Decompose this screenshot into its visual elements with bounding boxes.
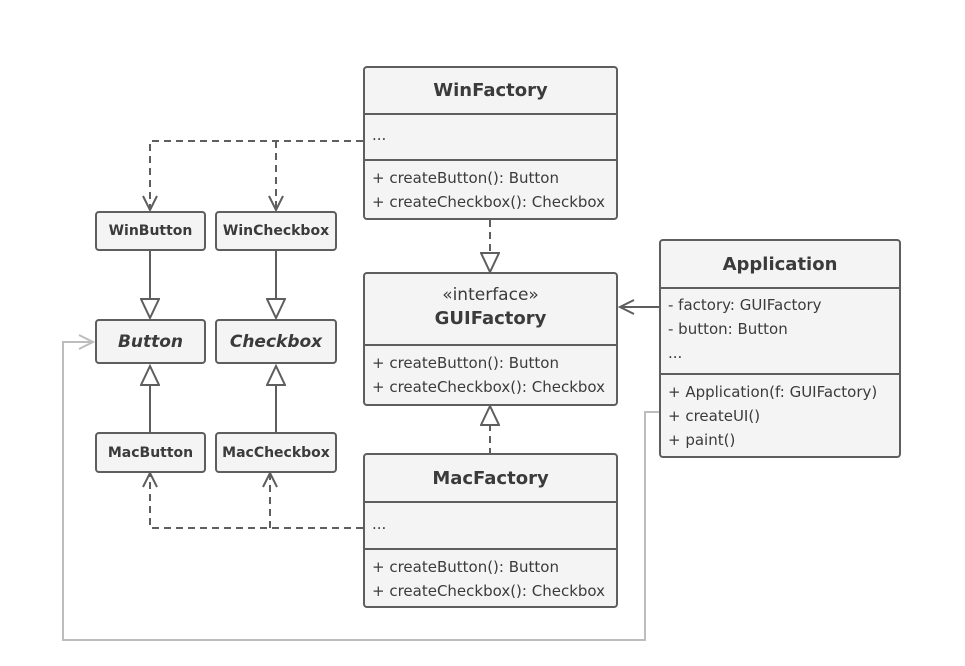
macfactory-methods: + createButton(): Button + createCheckbo… — [365, 548, 616, 603]
method-line: + createCheckbox(): Checkbox — [372, 582, 605, 600]
field-line: ... — [372, 126, 387, 144]
field-line: ... — [372, 515, 387, 533]
method-line: + createCheckbox(): Checkbox — [372, 378, 605, 396]
guifactory-header: «interface» GUIFactory — [365, 274, 616, 344]
guifactory-interface: «interface» GUIFactory + createButton():… — [363, 272, 618, 406]
winfactory-creates-winbutton — [150, 140, 363, 210]
guifactory-methods: + createButton(): Button + createCheckbo… — [365, 344, 616, 399]
method-line: + paint() — [668, 431, 736, 449]
method-line: + createCheckbox(): Checkbox — [372, 193, 605, 211]
method-line: + createUI() — [668, 407, 761, 425]
interface-stereotype: «interface» — [442, 285, 539, 305]
winfactory-methods: + createButton(): Button + createCheckbo… — [365, 159, 616, 214]
maccheckbox-class: MacCheckbox — [215, 432, 337, 473]
wincheckbox-class: WinCheckbox — [215, 211, 337, 251]
macfactory-fields: ... — [365, 501, 616, 548]
macbutton-class: MacButton — [95, 432, 206, 473]
field-line: - factory: GUIFactory — [668, 296, 822, 314]
method-line: + Application(f: GUIFactory) — [668, 383, 878, 401]
method-line: + createButton(): Button — [372, 169, 559, 187]
macfactory-title: MacFactory — [432, 468, 549, 489]
winfactory-title: WinFactory — [433, 80, 548, 101]
winfactory-class: WinFactory ... + createButton(): Button … — [363, 66, 618, 220]
application-button-link — [62, 342, 660, 641]
winbutton-class: WinButton — [95, 211, 206, 251]
field-line: ... — [668, 344, 683, 362]
macfactory-creates-macbutton — [150, 473, 363, 529]
field-line: - button: Button — [668, 320, 788, 338]
macfactory-class: MacFactory ... + createButton(): Button … — [363, 453, 618, 608]
application-fields: - factory: GUIFactory - button: Button .… — [661, 287, 899, 373]
method-line: + createButton(): Button — [372, 354, 559, 372]
button-interface: Button — [95, 319, 206, 364]
application-class: Application - factory: GUIFactory - butt… — [659, 239, 901, 458]
application-title: Application — [722, 254, 838, 275]
guifactory-title: GUIFactory — [434, 308, 547, 329]
winfactory-fields: ... — [365, 113, 616, 159]
checkbox-interface: Checkbox — [215, 319, 337, 364]
application-methods: + Application(f: GUIFactory) + createUI(… — [661, 373, 899, 452]
method-line: + createButton(): Button — [372, 558, 559, 576]
